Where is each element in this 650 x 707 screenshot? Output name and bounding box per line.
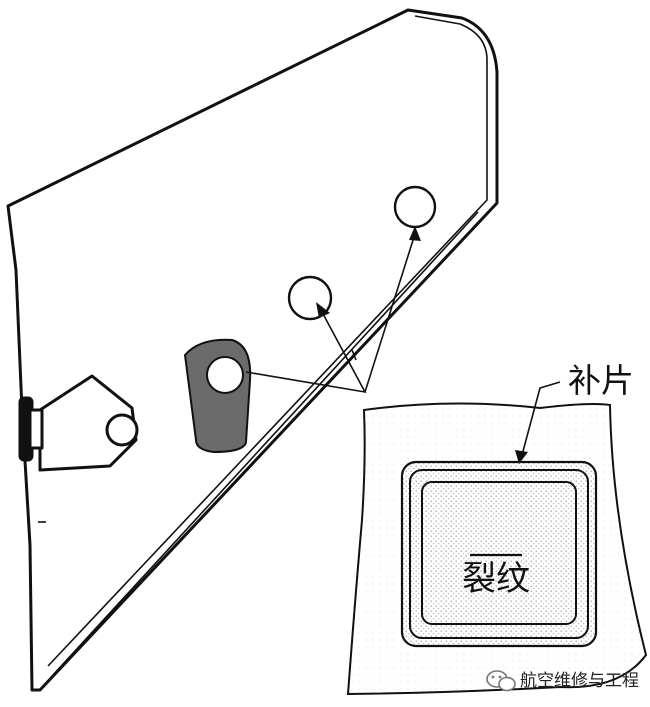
slot-hole xyxy=(183,338,252,454)
hinge-bracket xyxy=(18,374,139,472)
crack-label: 裂纹 xyxy=(462,559,530,599)
arrowheads xyxy=(316,226,421,318)
bracket-outline xyxy=(38,374,138,472)
leader-lines xyxy=(245,236,415,394)
slot-shape xyxy=(183,338,252,454)
panel-trailing-edge xyxy=(51,211,479,677)
bracket-hole xyxy=(105,413,139,447)
panel xyxy=(6,8,499,692)
patch-inner xyxy=(421,481,577,625)
wechat-icon xyxy=(486,670,516,692)
slot-inner-hole xyxy=(206,356,244,394)
leader-line xyxy=(364,236,415,393)
detail-view xyxy=(346,402,648,696)
panel-inner-edge xyxy=(47,15,488,667)
leader-line xyxy=(245,311,367,394)
hinge-plate xyxy=(28,408,44,450)
patch-leader xyxy=(521,381,561,456)
watermark-text: 航空维修与工程 xyxy=(520,671,639,691)
tick-mark xyxy=(351,349,357,361)
patch-label: 补片 xyxy=(568,361,634,400)
panel-outline xyxy=(6,8,499,692)
arrowhead xyxy=(409,226,421,241)
access-hole-upper xyxy=(393,185,437,229)
watermark: 航空维修与工程 xyxy=(486,670,639,692)
patch-arrowhead xyxy=(515,450,528,464)
arrowhead xyxy=(316,302,330,318)
